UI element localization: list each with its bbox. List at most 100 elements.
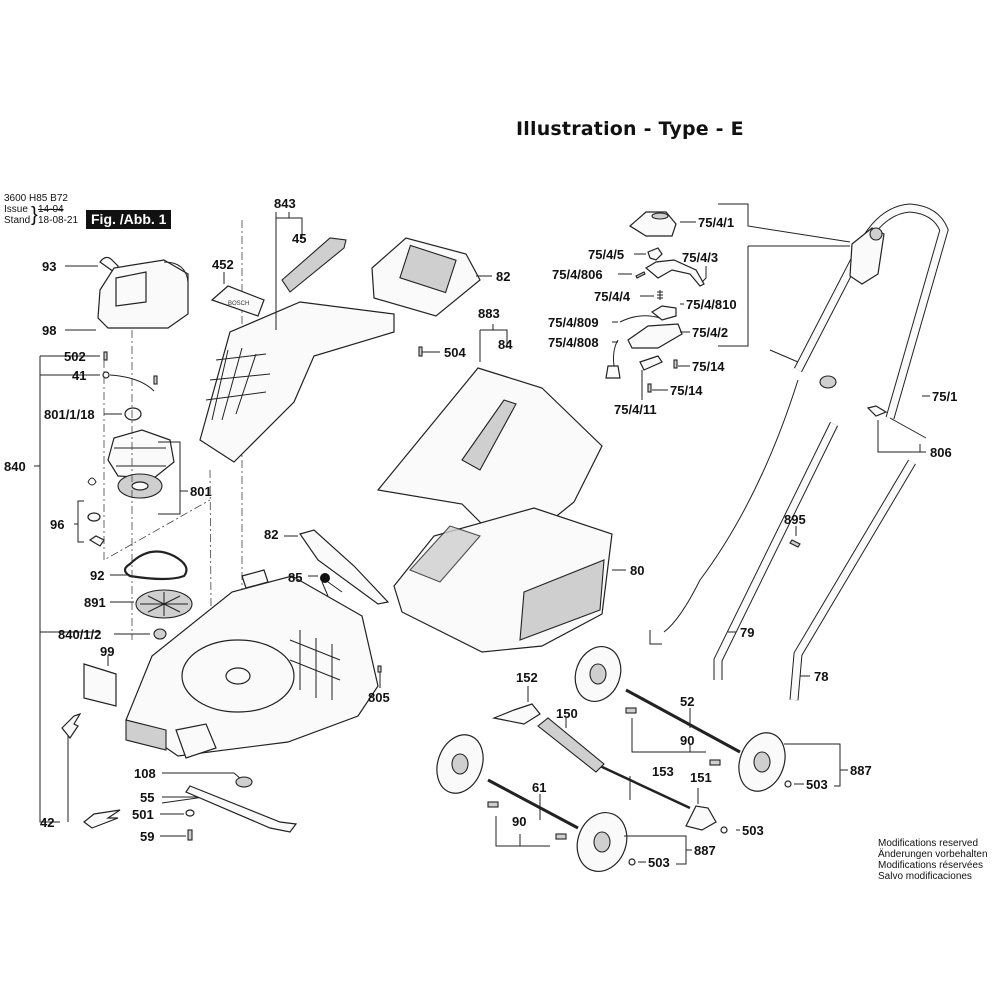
part-502-screw[interactable]: [103, 351, 108, 361]
part-895-pin[interactable]: [789, 539, 801, 548]
part-75-4-2-switch-housing[interactable]: [627, 323, 683, 349]
label-75-4-806: 75/4/806: [552, 267, 603, 282]
label-801: 801: [190, 484, 212, 499]
part-55-blade[interactable]: [185, 785, 298, 833]
label-41: 41: [72, 368, 86, 383]
part-52-rear-axle[interactable]: [625, 688, 741, 754]
part-59-bolt[interactable]: [187, 829, 193, 841]
part-42-clip-top[interactable]: [61, 712, 82, 740]
part-75-4-806-pin[interactable]: [635, 271, 646, 279]
part-99-label[interactable]: [83, 663, 117, 707]
part-503-washer-b[interactable]: [720, 826, 728, 834]
part-75-4-4-spring[interactable]: [657, 290, 663, 300]
part-75-4-810-switch[interactable]: [650, 305, 677, 321]
part-90-spring-rear[interactable]: [625, 707, 721, 766]
part-wheel-front-left[interactable]: [429, 728, 491, 799]
part-801-motor[interactable]: [107, 429, 175, 499]
modifications-notice: Modifications reserved Änderungen vorbeh…: [878, 838, 988, 882]
bracket-96: [74, 500, 84, 543]
part-79-middle-handle-left[interactable]: [649, 379, 839, 680]
part-75-4-809-cable[interactable]: [619, 315, 661, 323]
bracket-883: [479, 324, 508, 362]
part-45-grip[interactable]: [281, 237, 347, 293]
label-108: 108: [134, 766, 156, 781]
part-503-washer-c[interactable]: [628, 858, 636, 866]
bracket-840-ext: [39, 632, 60, 823]
part-41-cable[interactable]: [102, 371, 158, 392]
part-96-brush-set[interactable]: [87, 477, 105, 547]
bracket-887-rear: [784, 743, 848, 787]
modifications-es: Salvo modificaciones: [878, 871, 972, 882]
issue-value: 14-04: [38, 204, 64, 215]
part-82-cover-lid[interactable]: [371, 237, 481, 317]
label-90-rear: 90: [680, 733, 694, 748]
axis-motor: [103, 330, 211, 640]
part-75-14-screw-a[interactable]: [673, 359, 678, 369]
part-wheel-rear-right[interactable]: [731, 726, 793, 797]
part-504-screw[interactable]: [418, 346, 423, 357]
part-deck-housing[interactable]: [125, 569, 379, 759]
part-75-14-screw-b[interactable]: [647, 383, 652, 393]
label-42: 42: [40, 815, 54, 830]
part-85-spring[interactable]: [320, 573, 343, 597]
part-84-grassbox-lid[interactable]: [376, 367, 603, 545]
part-80-grassbox[interactable]: [393, 507, 613, 653]
part-503-washer-a[interactable]: [784, 780, 792, 788]
label-840: 840: [4, 459, 26, 474]
part-82-rear-flap[interactable]: [299, 529, 390, 605]
part-891-fan[interactable]: [135, 589, 193, 619]
label-75-14-a: 75/14: [692, 359, 725, 374]
label-45: 45: [292, 231, 306, 246]
label-806: 806: [930, 445, 952, 460]
part-75-1-upper-handle[interactable]: [794, 203, 949, 420]
label-98: 98: [42, 323, 56, 338]
modifications-de: Änderungen vorbehalten: [878, 849, 988, 860]
part-452-badge[interactable]: BOSCH: [210, 285, 265, 317]
label-504: 504: [444, 345, 466, 360]
leader-75-4-3: [701, 266, 707, 283]
part-843-handle-cover[interactable]: [199, 301, 395, 463]
label-840-1-2: 840/1/2: [58, 627, 101, 642]
part-75-4-11-strain-relief[interactable]: [639, 355, 663, 371]
part-152-height-adjuster[interactable]: [491, 703, 541, 725]
label-80: 80: [630, 563, 644, 578]
part-75-4-5-knob[interactable]: [647, 247, 663, 261]
label-93: 93: [42, 259, 56, 274]
label-75-4-4: 75/4/4: [594, 289, 631, 304]
part-wheel-rear-left[interactable]: [568, 640, 628, 708]
bracket-806: [877, 420, 926, 453]
part-78-lower-handle[interactable]: [789, 459, 916, 701]
part-805-screw[interactable]: [377, 665, 382, 673]
part-98-motor-housing[interactable]: [97, 259, 189, 329]
part-75-4-808-plug-cable[interactable]: [605, 339, 621, 379]
part-knob[interactable]: [819, 375, 837, 389]
part-61-front-axle[interactable]: [487, 778, 579, 830]
part-501-washer[interactable]: [185, 809, 195, 817]
part-42-clip-bottom[interactable]: [83, 809, 121, 829]
label-503-b: 503: [742, 823, 764, 838]
part-90-spring-front[interactable]: [487, 801, 567, 840]
part-75-4-3-lever[interactable]: [644, 259, 705, 287]
label-843: 843: [274, 196, 296, 211]
stand-label: Stand: [4, 215, 31, 226]
part-108-blade-adapter[interactable]: [235, 776, 253, 788]
label-75-4-809: 75/4/809: [548, 315, 599, 330]
part-153-roller-axle[interactable]: [599, 764, 691, 810]
part-wheel-front-right[interactable]: [569, 806, 635, 879]
part-75-4-1-switch-cover[interactable]: [628, 211, 677, 237]
part-840-1-2-bearing[interactable]: [153, 628, 167, 640]
part-150-roller[interactable]: [537, 717, 605, 773]
part-151-height-adjuster[interactable]: [685, 805, 717, 831]
part-labels: 93 98 502 41 801/1/18 840 801 96 92 891 …: [4, 196, 957, 870]
part-92-belt[interactable]: [123, 550, 188, 581]
document-number: 3600 H85 B72: [4, 193, 68, 204]
label-61: 61: [532, 780, 546, 795]
leader-108: [162, 772, 243, 781]
label-75-4-5: 75/4/5: [588, 247, 624, 262]
part-handle-bolt-left[interactable]: [769, 349, 799, 363]
label-75-4-810: 75/4/810: [686, 297, 737, 312]
label-99: 99: [100, 644, 114, 659]
part-806-knob-set[interactable]: [866, 405, 927, 439]
bracket-887-front: [624, 835, 692, 865]
part-801-1-18-bearing[interactable]: [124, 407, 142, 421]
